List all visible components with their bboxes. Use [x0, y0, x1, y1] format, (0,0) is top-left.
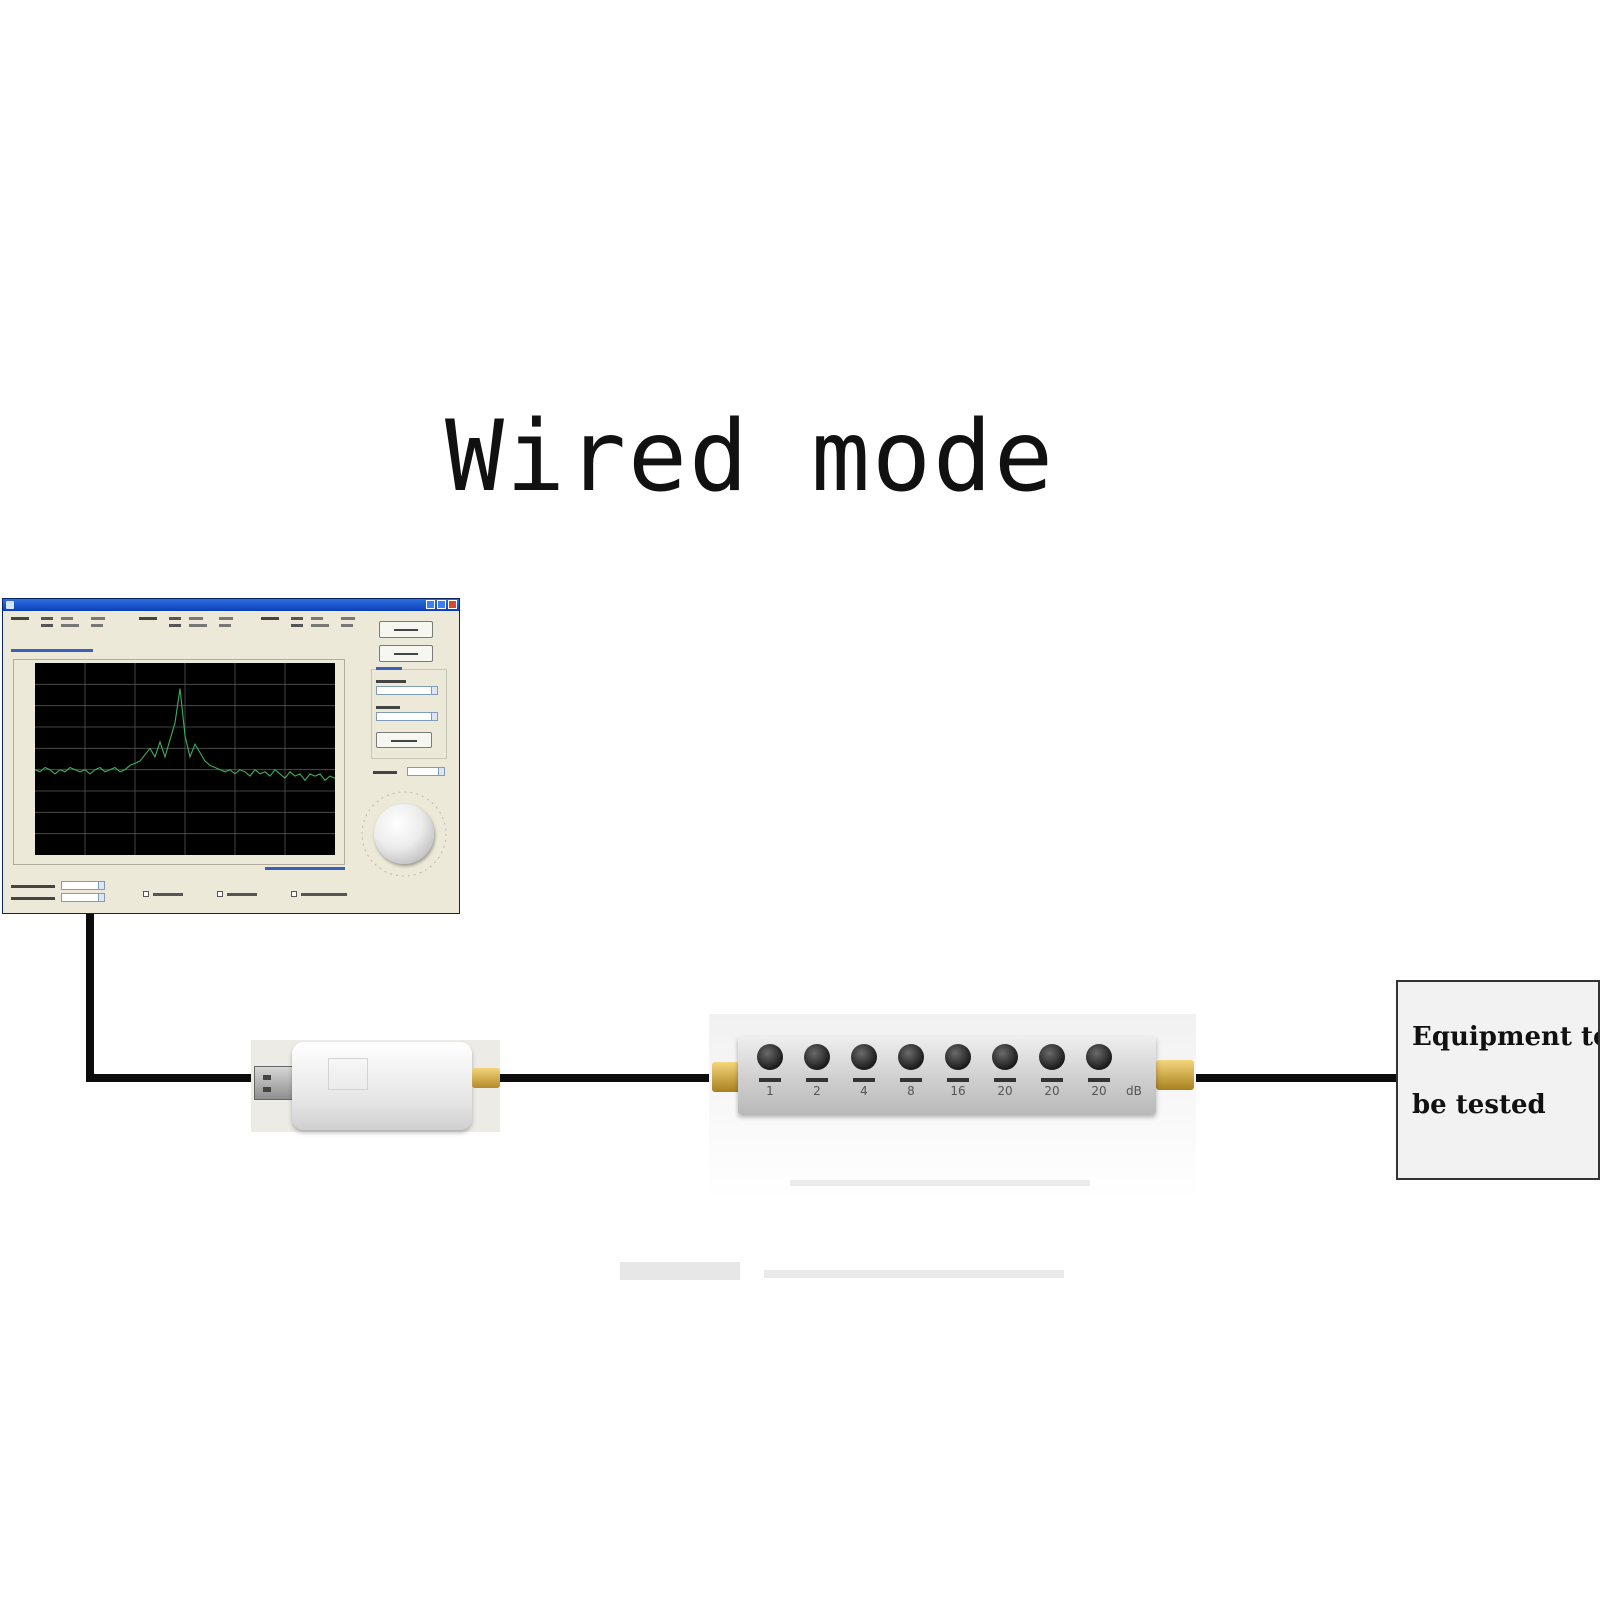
- marker-input[interactable]: [407, 767, 445, 776]
- attenuator-switch-3[interactable]: [851, 1044, 877, 1070]
- cable-pc-vertical: [86, 912, 94, 1080]
- floor-reflection-left: [620, 1262, 740, 1280]
- confirm-button[interactable]: [376, 732, 432, 748]
- marker-label: [373, 771, 397, 774]
- readout-max: [11, 615, 121, 629]
- frequency-dial-knob[interactable]: [374, 804, 434, 864]
- display-min-label: [11, 897, 55, 900]
- floor-reflection-right: [764, 1270, 1064, 1278]
- equipment-label-line2: be tested: [1412, 1090, 1546, 1120]
- close-icon[interactable]: [448, 600, 457, 609]
- attenuator-unit-label: dB: [1126, 1084, 1142, 1098]
- attenuator-step-label: 1: [766, 1084, 774, 1098]
- attenuator-step-label: 2: [813, 1084, 821, 1098]
- show-grid-checkbox[interactable]: [143, 891, 149, 897]
- spectrum-trace: [34, 688, 336, 782]
- lock-frequency-checkbox[interactable]: [217, 891, 223, 897]
- attenuator-switch-indicator: [900, 1078, 922, 1082]
- minimize-icon[interactable]: [426, 600, 435, 609]
- attenuator-reflection: [790, 1180, 1090, 1186]
- attenuator-switch-4[interactable]: [898, 1044, 924, 1070]
- attenuator-step-label: 20: [1044, 1084, 1060, 1098]
- cable-attenuator-to-equipment: [1192, 1074, 1402, 1082]
- span-settings-group: [371, 667, 447, 759]
- show-grid-label: [153, 893, 183, 896]
- app-icon: [6, 601, 14, 609]
- center-frequency-input[interactable]: [376, 686, 438, 695]
- attenuator-switch-indicator: [947, 1078, 969, 1082]
- attenuator-switch-indicator: [853, 1078, 875, 1082]
- display-min-input[interactable]: [61, 893, 105, 902]
- display-max-input[interactable]: [61, 881, 105, 890]
- usb-sdr-dongle: [292, 1042, 472, 1130]
- usb-plug: [254, 1066, 296, 1100]
- attenuator-step-label: 20: [997, 1084, 1013, 1098]
- maxhold-checkbox[interactable]: [291, 891, 297, 897]
- attenuator-switch-indicator: [1088, 1078, 1110, 1082]
- diagram-title: Wired mode: [444, 400, 1055, 514]
- attenuator-switch-indicator: [759, 1078, 781, 1082]
- maxhold-label: [301, 893, 347, 896]
- cable-pc-to-usb: [86, 1074, 258, 1082]
- equipment-label-line1: Equipment to: [1412, 1022, 1600, 1052]
- attenuator-switch-indicator: [1041, 1078, 1063, 1082]
- cable-usb-to-attenuator: [498, 1074, 716, 1082]
- lock-frequency-label: [227, 893, 257, 896]
- attenuator-switch-2[interactable]: [804, 1044, 830, 1070]
- maximize-icon[interactable]: [437, 600, 446, 609]
- stop-button[interactable]: [379, 645, 433, 662]
- frequency-axis-label: [265, 867, 345, 870]
- spectrum-plot: [34, 663, 336, 855]
- attenuator-switch-1[interactable]: [757, 1044, 783, 1070]
- attenuator-switch-indicator: [806, 1078, 828, 1082]
- span-input[interactable]: [376, 712, 438, 721]
- equipment-under-test-box: Equipment to be tested: [1396, 980, 1600, 1180]
- attenuator-switch-7[interactable]: [1039, 1044, 1065, 1070]
- attenuator-switch-indicator: [994, 1078, 1016, 1082]
- attenuator-switch-6[interactable]: [992, 1044, 1018, 1070]
- attenuator-sma-left: [712, 1062, 742, 1092]
- amplitude-section-label: [11, 649, 93, 652]
- readout-marker: [261, 615, 371, 629]
- attenuator-step-label: 4: [860, 1084, 868, 1098]
- usb-sma-connector: [472, 1068, 500, 1088]
- attenuator-sma-right: [1156, 1060, 1194, 1090]
- window-titlebar: [3, 599, 459, 611]
- usb-dongle-logo: [328, 1058, 368, 1090]
- close-device-button[interactable]: [379, 621, 433, 638]
- readout-min: [139, 615, 249, 629]
- attenuator-step-label: 8: [907, 1084, 915, 1098]
- attenuator-switch-5[interactable]: [945, 1044, 971, 1070]
- display-max-label: [11, 885, 55, 888]
- spectrum-analyzer-window: [2, 598, 460, 914]
- attenuator-step-label: 16: [950, 1084, 966, 1098]
- attenuator-switch-8[interactable]: [1086, 1044, 1112, 1070]
- frequency-dial-ticks: [361, 791, 447, 877]
- attenuator-step-label: 20: [1091, 1084, 1107, 1098]
